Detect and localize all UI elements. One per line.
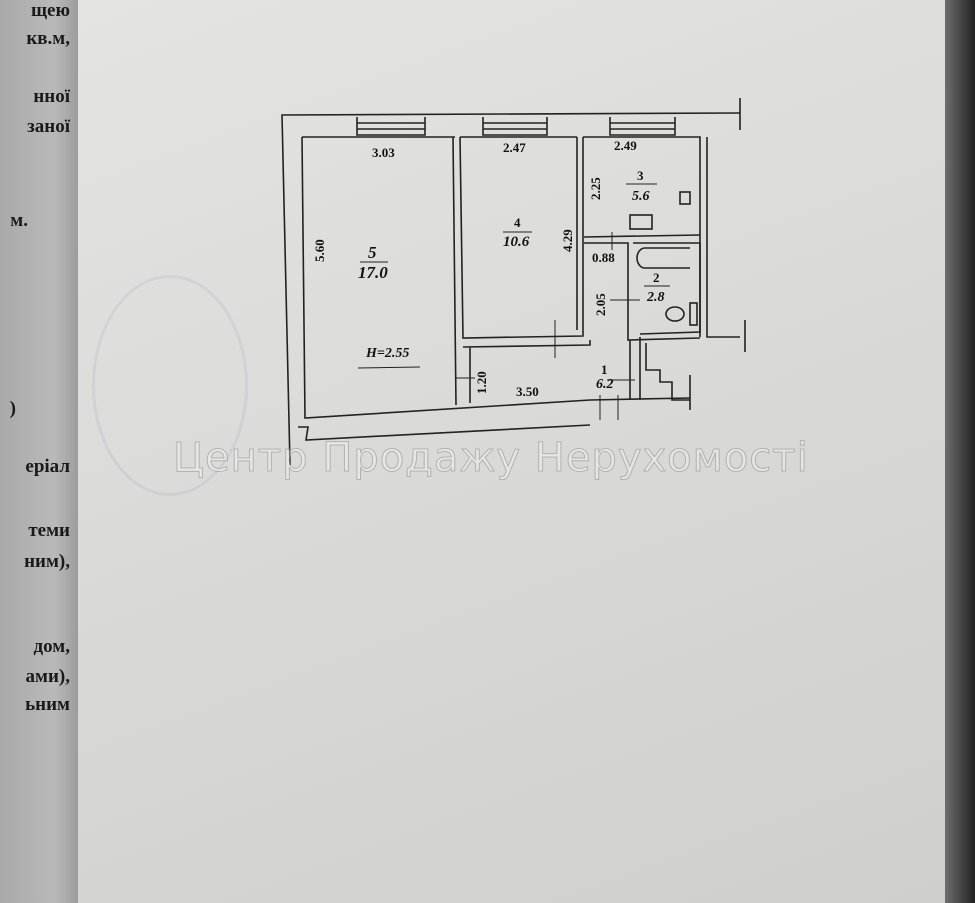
text-line: щею <box>31 0 70 21</box>
text-line: заної <box>27 116 70 137</box>
text-line: еріал <box>25 456 70 477</box>
outer-wall <box>281 112 741 466</box>
text-line: ьним <box>25 694 70 715</box>
left-page-text: щею кв.м, нної заної м. ) еріал теми ним… <box>0 0 78 903</box>
stove <box>629 214 653 230</box>
bathtub <box>636 247 690 269</box>
dim-hall-length: 2.05 <box>593 293 608 316</box>
sink-kitchen <box>679 191 691 205</box>
page-edge <box>945 0 975 903</box>
text-line: теми <box>28 520 70 541</box>
room2-number: 2 <box>653 270 660 285</box>
dim-room4-width: 2.47 <box>503 140 526 155</box>
text-line: дом, <box>33 636 70 657</box>
dim-room5-width: 3.03 <box>372 145 395 160</box>
room3-area: 5.6 <box>632 189 650 204</box>
room5-number: 5 <box>368 243 377 262</box>
text-line: ) <box>9 398 16 419</box>
room1-area: 6.2 <box>596 377 614 392</box>
room2-area: 2.8 <box>646 290 665 305</box>
dim-hall-width: 1.20 <box>474 371 489 394</box>
wall-break <box>689 98 746 410</box>
text-line: м. <box>10 210 28 231</box>
dim-hall-span: 3.50 <box>516 384 539 399</box>
room5-area: 17.0 <box>358 263 388 282</box>
room4-area: 10.6 <box>503 234 530 250</box>
inner-walls <box>452 136 701 406</box>
text-line: кв.м, <box>26 28 70 49</box>
text-line: нної <box>33 86 70 107</box>
toilet <box>665 306 685 322</box>
text-line: ним), <box>24 551 70 572</box>
dim-room3-length: 2.25 <box>588 177 603 200</box>
room4-number: 4 <box>514 215 521 230</box>
room3-number: 3 <box>637 168 644 183</box>
dim-room5-length: 5.60 <box>312 239 327 262</box>
toilet-tank <box>689 302 698 326</box>
ceiling-height: H=2.55 <box>365 346 409 361</box>
watermark: Центр Продажу Нерухомості <box>173 435 809 482</box>
dim-room4-length: 4.29 <box>560 229 575 252</box>
text-line: ами), <box>25 666 70 687</box>
dim-room3-width: 2.49 <box>614 138 637 153</box>
dimension-ticks <box>357 183 670 420</box>
dim-bath-width: 0.88 <box>592 250 615 265</box>
room1-number: 1 <box>601 362 608 377</box>
windows <box>356 117 676 136</box>
faded-stamp <box>92 275 248 496</box>
